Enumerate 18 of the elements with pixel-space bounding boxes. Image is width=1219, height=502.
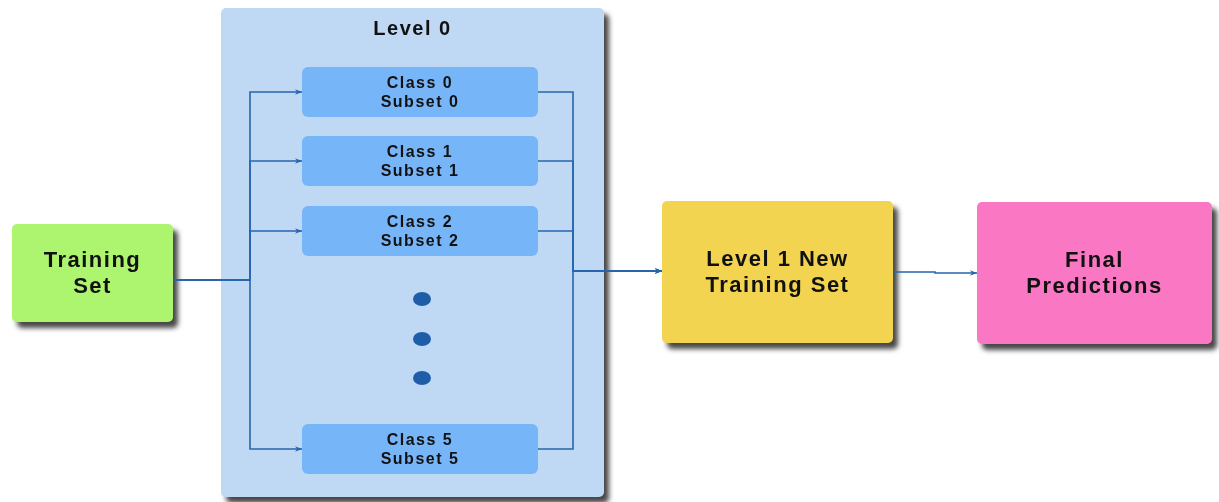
node-label: Level 1 New Training Set	[704, 245, 851, 299]
node-label: Class 0 Subset 0	[379, 72, 461, 112]
arrow	[892, 270, 978, 276]
node-label: Training Set	[42, 246, 143, 300]
process-box	[302, 67, 538, 117]
arrow	[537, 268, 663, 450]
process-box	[662, 201, 893, 343]
process-box	[302, 136, 538, 186]
node-label: Class 1 Subset 1	[379, 141, 461, 181]
result-box	[977, 202, 1212, 344]
node-label: Final Predictions	[1025, 246, 1164, 300]
group-panel	[221, 8, 604, 497]
node-label: Class 2 Subset 2	[379, 211, 461, 251]
panel-title: Level 0	[373, 16, 452, 40]
start-box	[12, 224, 173, 322]
process-box	[302, 424, 538, 474]
process-box	[302, 206, 538, 256]
node-label: Class 5 Subset 5	[379, 429, 461, 469]
